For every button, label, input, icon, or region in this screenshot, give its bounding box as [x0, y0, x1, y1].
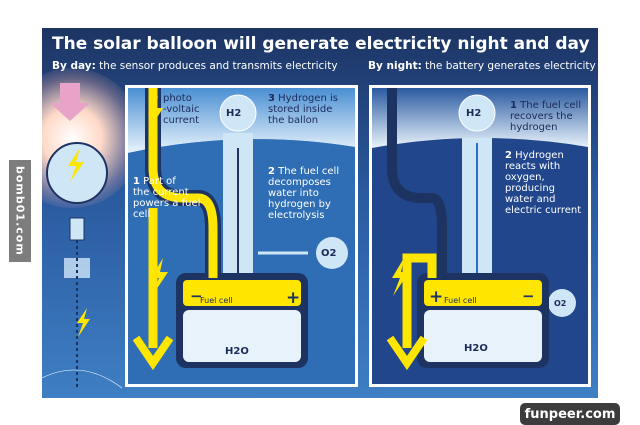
svg-text:+: + — [286, 288, 300, 308]
o2-label: O2 — [554, 299, 567, 308]
svg-text:−: − — [522, 287, 535, 305]
lightning-icon — [68, 148, 84, 182]
o2-label: O2 — [321, 248, 337, 259]
h2o-label: H2O — [225, 346, 249, 357]
h2-cloud — [219, 94, 257, 132]
h2-label: H2 — [226, 108, 242, 119]
watermark-bomb01: bomb01.com — [9, 160, 31, 262]
fuel-cell-label: Fuel cell — [200, 296, 233, 305]
h2-label: H2 — [466, 108, 482, 119]
sensor-box — [69, 217, 85, 241]
o2-cloud — [316, 237, 348, 269]
page-title: The solar balloon will generate electric… — [52, 34, 590, 54]
lightning-icon — [77, 308, 90, 337]
cloud-icon — [64, 258, 90, 278]
balloon-illustration — [42, 83, 123, 389]
sunlight-arrow-icon — [50, 83, 90, 121]
fuel-cell-label: Fuel cell — [444, 296, 477, 305]
h2-cloud — [458, 94, 496, 132]
night-subtitle: By night: the battery generates electric… — [368, 60, 596, 72]
o2-cloud — [548, 289, 576, 317]
day-subtitle: By day: the sensor produces and transmit… — [52, 60, 338, 72]
svg-text:+: + — [429, 287, 443, 307]
lightning-icon — [151, 258, 168, 296]
lightning-icon — [392, 258, 409, 296]
svg-text:−: − — [190, 287, 203, 305]
balloon-icon — [46, 142, 108, 204]
infographic: The solar balloon will generate electric… — [42, 28, 598, 398]
h2o-label: H2O — [464, 343, 488, 354]
watermark-funpeer: funpeer.com — [520, 403, 620, 425]
